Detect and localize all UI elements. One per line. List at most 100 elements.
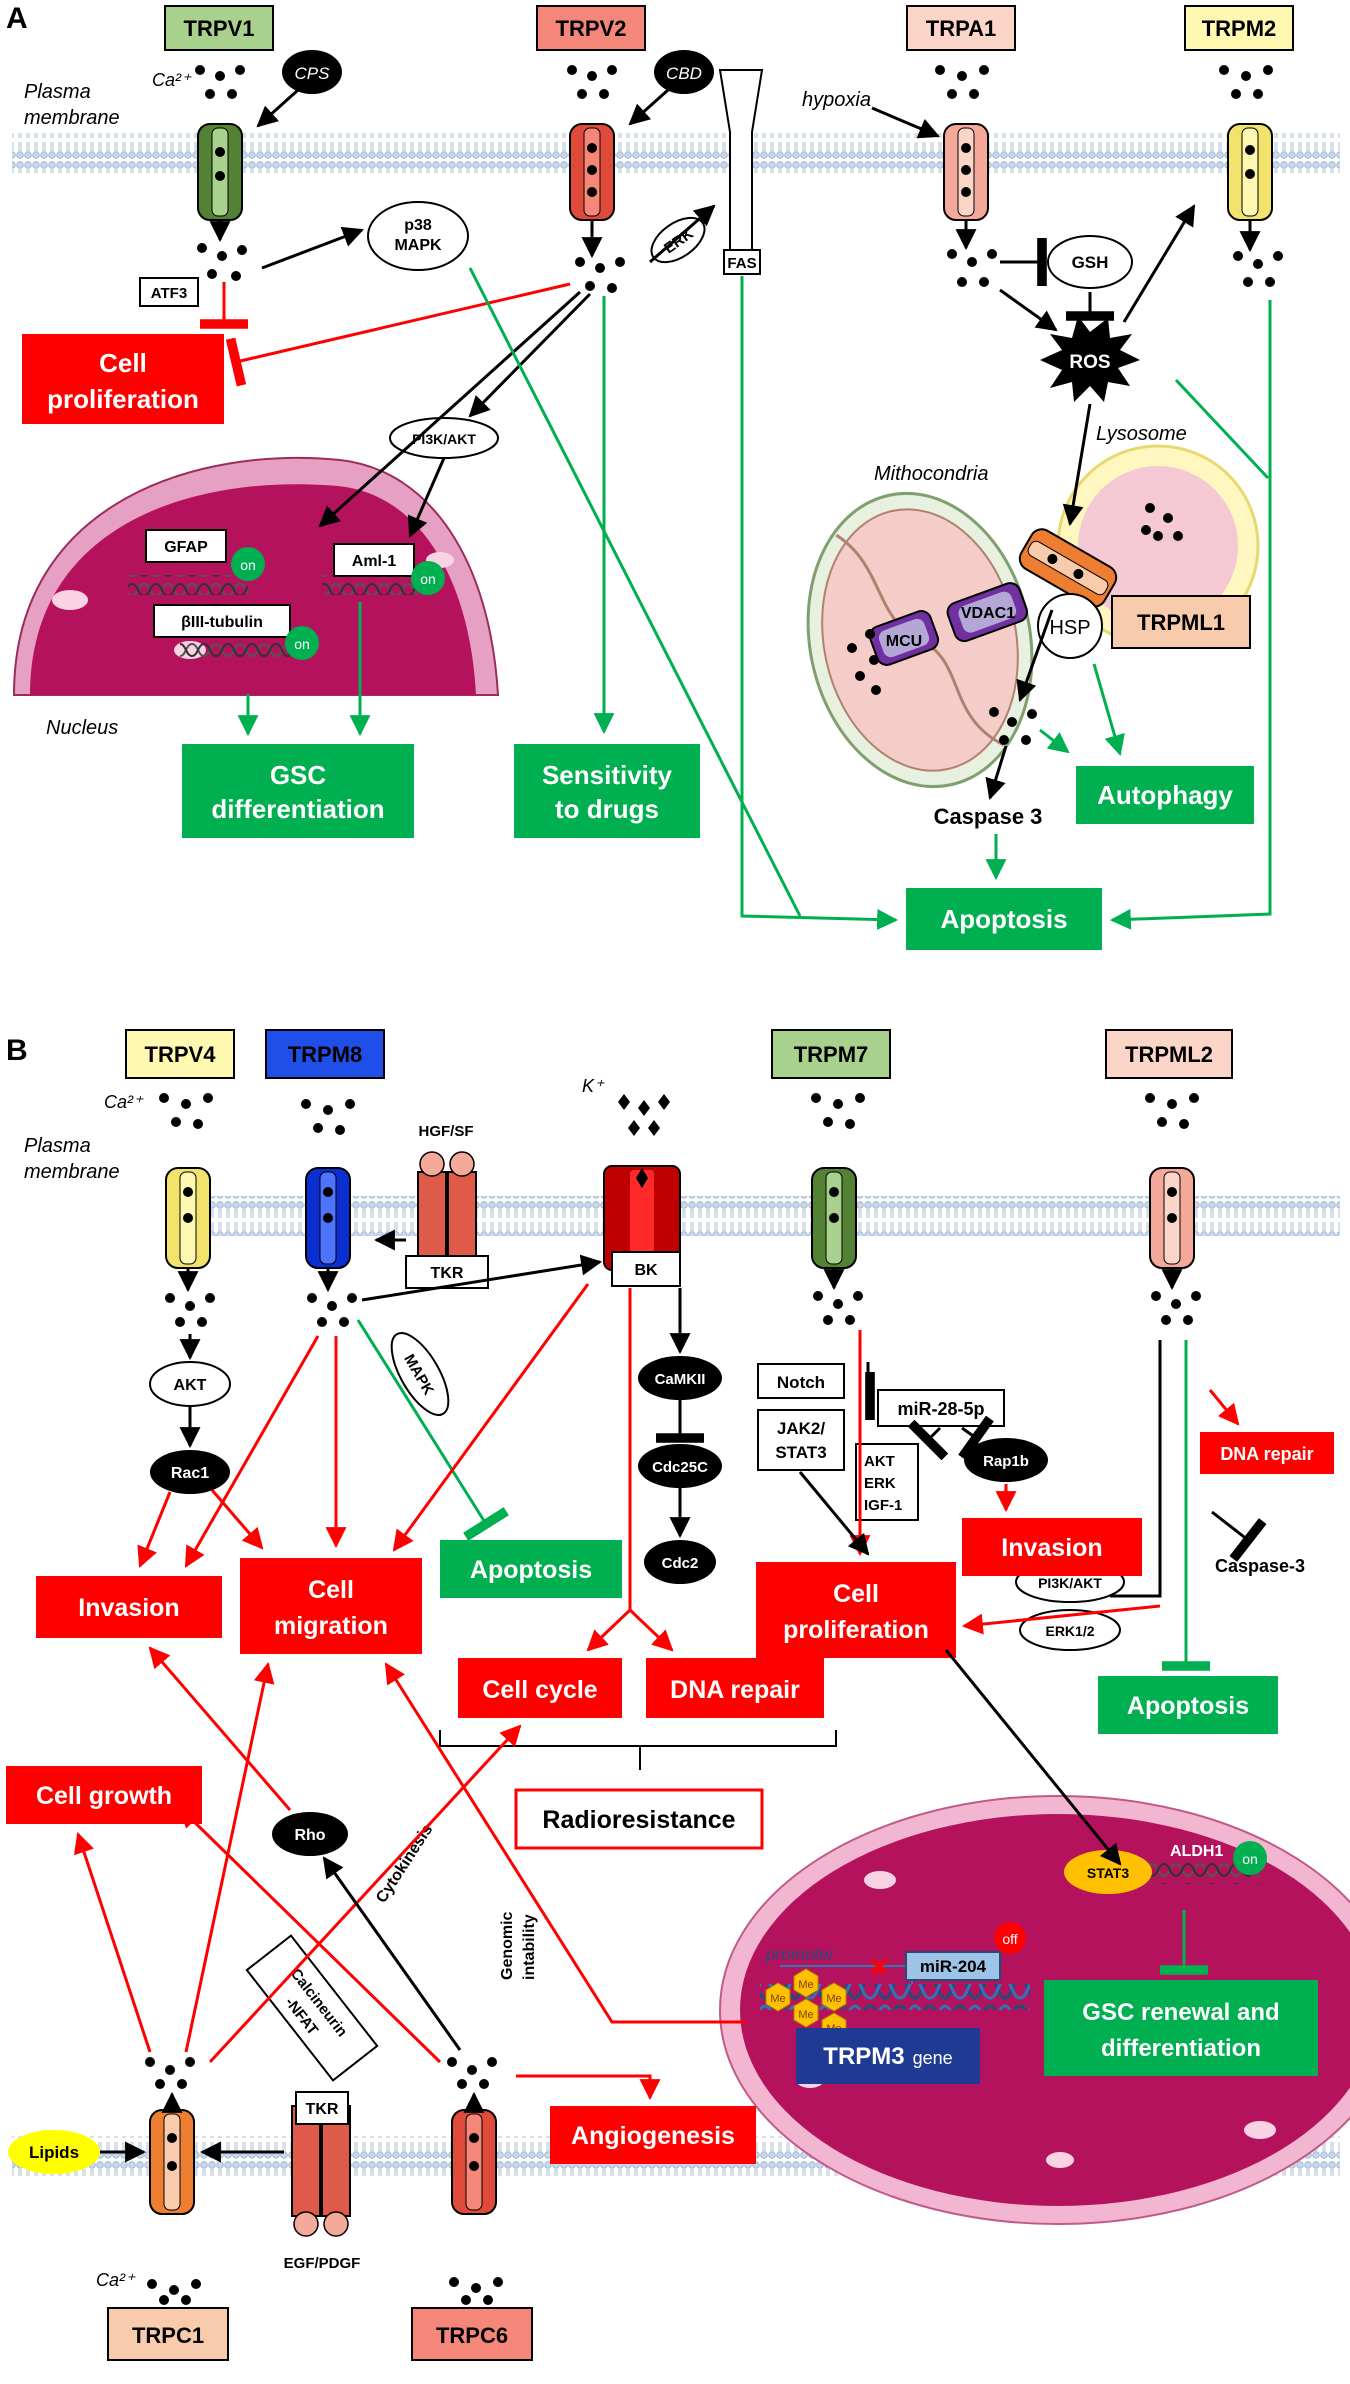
cdc25-label: Cdc25C	[652, 1459, 708, 1476]
erk2-label: ERK	[864, 1475, 896, 1492]
trpml2-label: TRPML2	[1125, 1042, 1213, 1067]
angiogenesis-label: Angiogenesis	[571, 2122, 735, 2150]
notch-label: Notch	[777, 1373, 825, 1392]
trpc6-box	[411, 2307, 533, 2361]
trpm2-channel	[1227, 123, 1273, 221]
rap1b-label: Rap1b	[983, 1453, 1029, 1470]
trpm8-channel	[305, 1167, 351, 1269]
dna-repair-small-label: DNA repair	[1220, 1444, 1313, 1464]
calcineurin-box: Calcineurin -NFAT	[245, 1934, 379, 2082]
sensitivity-2: to drugs	[555, 794, 659, 824]
cps-label: CPS	[295, 64, 331, 83]
trpc1-box	[107, 2307, 229, 2361]
erk12-ellipse	[1019, 1609, 1121, 1651]
trpa1-box	[906, 5, 1016, 51]
pi3k-label-b: PI3K/AKT	[1038, 1575, 1102, 1591]
jak2-box	[757, 1409, 845, 1471]
ca-label-b-bottom: Ca²⁺	[96, 2270, 136, 2290]
cell-growth-box	[6, 1766, 202, 1824]
gfap-box	[145, 529, 227, 563]
autophagy-box	[1076, 766, 1254, 824]
panel-b-letter: B	[6, 1034, 28, 1067]
genomic-label: Genomic intability	[499, 1911, 538, 1980]
trpc6-label: TRPC6	[436, 2323, 508, 2348]
cdc2-label: Cdc2	[662, 1555, 699, 1572]
gsc-diff-2: differentiation	[211, 794, 384, 824]
autophagy-label: Autophagy	[1097, 780, 1233, 810]
apoptosis-box-a	[906, 888, 1102, 950]
apoptosis-box-b2	[1098, 1676, 1278, 1734]
tkr-box-bottom	[295, 2091, 349, 2125]
cdc25-ellipse	[638, 1444, 722, 1488]
jak2-label-1: JAK2/	[777, 1419, 825, 1438]
lipids-ellipse	[8, 2130, 100, 2174]
vdac1-channel	[946, 582, 1029, 643]
arrows-a	[200, 88, 1272, 931]
nucleus-label-a: Nucleus	[46, 717, 118, 739]
plasma-label-b-1: Plasma	[24, 1135, 91, 1157]
aml1-box	[333, 543, 415, 577]
p38-ellipse	[367, 201, 469, 271]
trpm3-gene-box	[796, 2028, 980, 2084]
aml1-on-badge	[411, 561, 445, 595]
caspase3-label-a: Caspase 3	[934, 804, 1043, 829]
ros-burst	[1040, 316, 1140, 402]
cell-proliferation-a-2: proliferation	[47, 384, 199, 414]
invasion-label-2: Invasion	[1001, 1534, 1102, 1562]
hgf-receptor	[417, 1151, 477, 1267]
apoptosis-box-b1	[440, 1540, 622, 1598]
trpml1-box	[1111, 595, 1251, 649]
cell-proliferation-b-1: Cell	[833, 1580, 879, 1608]
trpm7-box	[771, 1029, 891, 1079]
vdac1-label: VDAC1	[961, 605, 1015, 622]
cell-proliferation-b-2: proliferation	[783, 1616, 929, 1644]
tubulin-box	[153, 604, 291, 638]
gsc-differentiation-box	[182, 744, 414, 838]
aml1-label: Aml-1	[352, 553, 397, 570]
cell-growth-label: Cell growth	[36, 1782, 172, 1810]
gsc-renewal-box	[1044, 1980, 1318, 2076]
trpml1-label: TRPML1	[1137, 610, 1225, 635]
mir204-box	[905, 1951, 1001, 1981]
trpm8-label: TRPM8	[288, 1042, 363, 1067]
trpv2-box	[536, 5, 646, 51]
rho-label: Rho	[294, 1827, 325, 1844]
sensitivity-drugs-box	[514, 744, 700, 838]
dna-repair-label: DNA repair	[670, 1676, 800, 1704]
tkr-label-bottom: TKR	[306, 2101, 339, 2118]
atf3-label: ATF3	[151, 285, 187, 302]
cbd-ellipse	[654, 50, 714, 94]
trpv2-channel	[569, 123, 615, 221]
cell-cycle-label: Cell cycle	[482, 1676, 597, 1704]
hgf-label: HGF/SF	[419, 1123, 474, 1140]
notch-box	[757, 1363, 845, 1399]
lysosome-inner	[1078, 466, 1238, 626]
trpv4-box	[125, 1029, 235, 1079]
pi3k-label-a: PI3K/AKT	[412, 431, 476, 447]
erk12-label: ERK1/2	[1045, 1623, 1094, 1639]
cell-migration-2: migration	[274, 1612, 388, 1640]
trpa1-label: TRPA1	[926, 16, 997, 41]
gsc-renewal-2: differentiation	[1101, 2035, 1261, 2062]
sensitivity-1: Sensitivity	[542, 760, 673, 790]
mir204-label: miR-204	[920, 1957, 987, 1976]
cell-migration-1: Cell	[308, 1576, 354, 1604]
egf-label: EGF/PDGF	[284, 2255, 361, 2272]
apoptosis-label-a: Apoptosis	[940, 904, 1067, 934]
mito-label: Mithocondria	[874, 463, 989, 485]
camk-label: CaMKII	[655, 1371, 706, 1388]
trpm7-label: TRPM7	[794, 1042, 869, 1067]
tubulin-on-label: on	[294, 636, 310, 652]
plasma-label-a-2: membrane	[24, 107, 120, 129]
fas-label: FAS	[727, 255, 756, 272]
cell-cycle-box	[458, 1658, 622, 1718]
akt-label: AKT	[174, 1377, 207, 1394]
trpml2-channel	[1149, 1167, 1195, 1269]
mcu-label: MCU	[886, 633, 922, 650]
trpc1-label: TRPC1	[132, 2323, 204, 2348]
gsh-ellipse	[1047, 235, 1133, 289]
me-label-3: Me	[798, 2009, 813, 2021]
trpv2-label: TRPV2	[556, 16, 627, 41]
rac1-ellipse	[150, 1450, 230, 1494]
